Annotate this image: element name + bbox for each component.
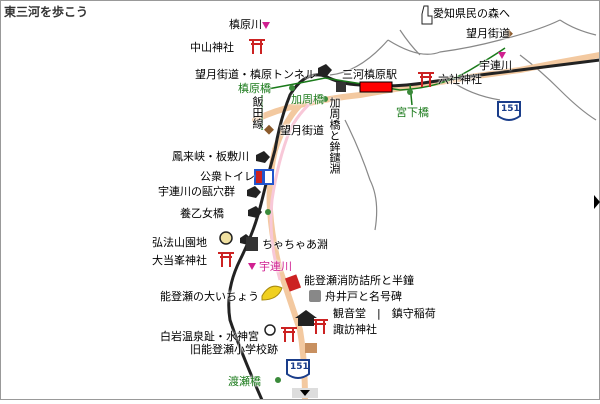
label-mochizuki-kaido-top[interactable]: 望月街道 xyxy=(466,27,510,40)
route-151-label-a: 151 xyxy=(501,104,520,114)
label-kashuu-nuki[interactable]: 加周橋と鉾鑓淵 xyxy=(328,97,341,174)
page-title: 東三河を歩こう xyxy=(4,5,89,19)
label-daitoho-jinja[interactable]: 大当峯神社 xyxy=(152,254,207,267)
walking-route xyxy=(261,47,506,130)
label-watarise-bridge[interactable]: 渡瀬橋 xyxy=(228,375,261,388)
chachafuchi-icon xyxy=(246,237,258,251)
label-kannon-hall[interactable]: 観音堂 | 鎮守稲荷 xyxy=(333,307,436,320)
label-kashuu-bridge[interactable]: 加周橋 xyxy=(291,93,324,106)
ginkgo-icon xyxy=(261,285,283,301)
bridge-markers xyxy=(265,85,413,383)
well-stone-icon xyxy=(309,290,321,302)
label-funai-well[interactable]: 舟井戸と名号碑 xyxy=(325,290,402,303)
route-151-shield-a xyxy=(497,101,521,121)
label-uregawa-top[interactable]: 宇連川 xyxy=(479,59,512,72)
label-uregawa-mid[interactable]: 宇連川 xyxy=(259,260,292,273)
mikawa-makihara-station-marker[interactable] xyxy=(359,81,393,93)
label-public-toilet[interactable]: 公衆トイレ xyxy=(200,170,255,183)
shiraiwa-figure-icon xyxy=(264,324,276,336)
label-makihara-bridge[interactable]: 槙原橋 xyxy=(238,82,271,95)
label-youotome-bridge[interactable]: 養乙女橋 xyxy=(180,207,224,220)
label-iida-line: 飯田線 xyxy=(251,96,264,129)
label-uregawa-potholes[interactable]: 宇連川の甌穴群 xyxy=(158,185,235,198)
uregawa-river xyxy=(269,93,321,281)
route-151-label-b: 151 xyxy=(290,362,309,372)
label-mochizuki-tunnel[interactable]: 望月街道・槙原トンネル xyxy=(195,68,316,81)
label-rokusha-jinja[interactable]: 六社神社 xyxy=(438,73,482,86)
label-mikawa-makihara-station[interactable]: 三河槙原駅 xyxy=(342,68,397,81)
label-chachafuchi[interactable]: ちゃちゃあ淵 xyxy=(262,238,328,251)
label-yokobaragawa[interactable]: 槙原川 xyxy=(229,18,262,31)
label-kobo-park[interactable]: 弘法山園地 xyxy=(152,236,207,249)
fire-bell-icon xyxy=(284,274,302,292)
kannon-hall-icon xyxy=(295,310,317,326)
river-markers xyxy=(248,22,506,270)
scroll-right-arrow-icon[interactable] xyxy=(594,195,600,209)
label-mochizuki-kaido-mid[interactable]: 望月街道 xyxy=(280,124,324,137)
label-horaikyo[interactable]: 鳳来峡・板敷川 xyxy=(172,150,249,163)
label-miyashita-bridge[interactable]: 宮下橋 xyxy=(396,106,429,119)
iida-line-railway xyxy=(227,58,600,401)
label-old-school[interactable]: 旧能登瀬小学校跡 xyxy=(190,343,278,356)
school-icon xyxy=(305,343,317,353)
scroll-down-button[interactable] xyxy=(292,388,318,398)
label-suwa-jinja[interactable]: 諏訪神社 xyxy=(333,323,377,336)
route-151-shield-b xyxy=(286,359,310,379)
label-nakayama-jinja[interactable]: 中山神社 xyxy=(190,41,234,54)
label-nose-ginkgo[interactable]: 能登瀬の大いちょう xyxy=(160,290,259,303)
label-nose-fire-station[interactable]: 能登瀬消防詰所と半鐘 xyxy=(304,274,414,287)
torii-icons xyxy=(218,39,434,342)
toilet-icon xyxy=(254,169,274,185)
chevron-down-icon xyxy=(300,390,310,396)
label-aichi-forest[interactable]: 愛知県民の森へ xyxy=(433,7,510,20)
hiker-icons xyxy=(240,64,332,245)
pointing-hand-icon xyxy=(421,5,433,25)
park-icon xyxy=(219,231,233,245)
kashuu-bridge-icon xyxy=(336,82,346,92)
label-shiraiwa-onsen[interactable]: 白岩温泉趾・水神宮 xyxy=(160,330,259,343)
